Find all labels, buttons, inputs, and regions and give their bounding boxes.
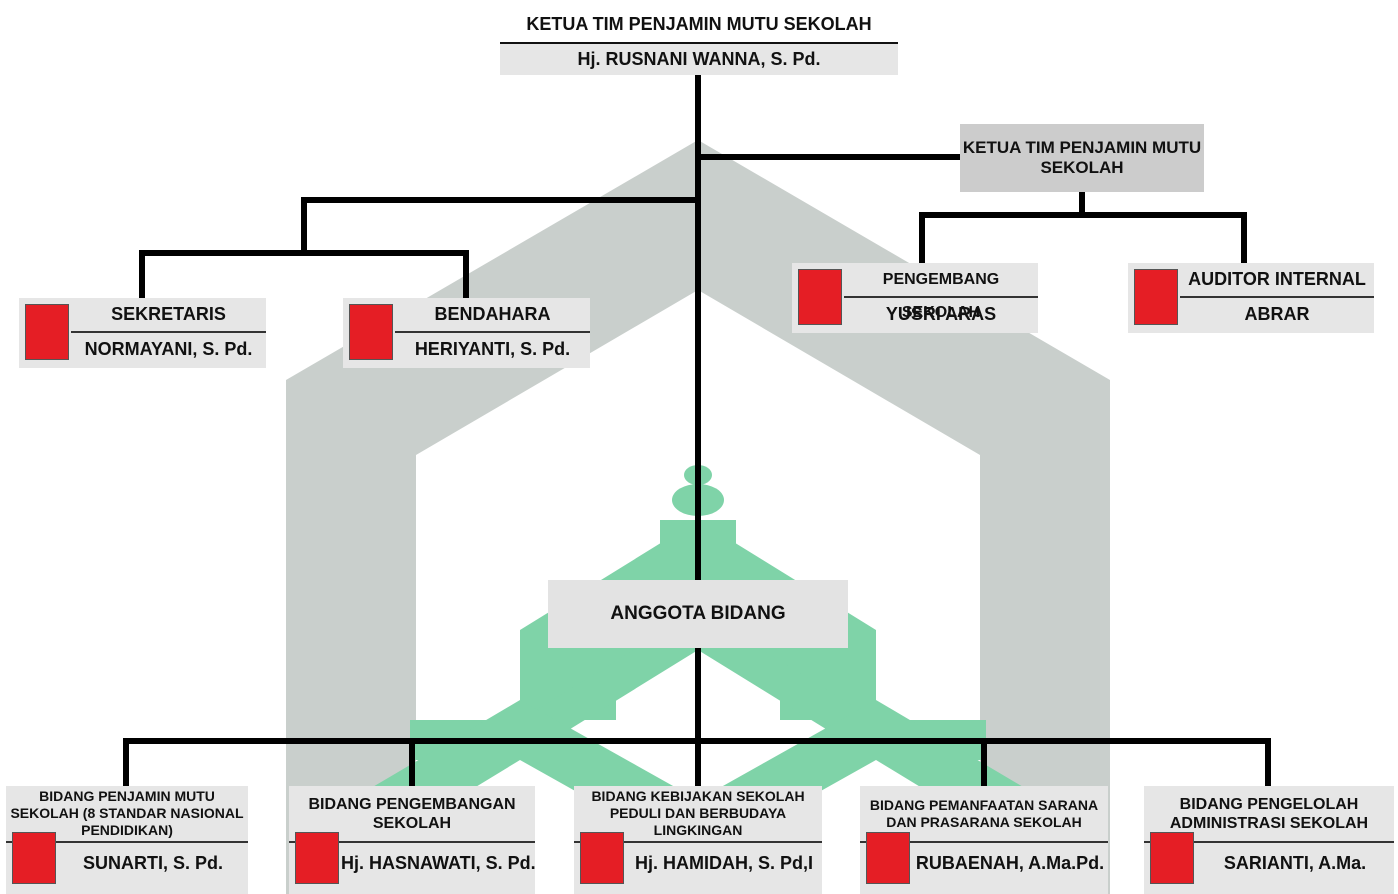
ketua-secondary-box: KETUA TIM PENJAMIN MUTU SEKOLAH — [960, 124, 1204, 192]
red-marker — [349, 304, 393, 360]
ketua-title: KETUA TIM PENJAMIN MUTU SEKOLAH — [500, 7, 898, 44]
anggota-bidang-box: ANGGOTA BIDANG — [548, 580, 848, 648]
auditor-name: ABRAR — [1244, 304, 1310, 324]
sekretaris-role: SEKRETARIS — [71, 298, 266, 333]
bendahara-name: HERIYANTI, S. Pd. — [414, 339, 571, 359]
red-marker — [1150, 832, 1194, 884]
red-marker — [25, 304, 69, 360]
bidang-card-4: BIDANG PEMANFAATAN SARANA DAN PRASARANA … — [860, 786, 1108, 894]
bidang-name: RUBAENAH, A.Ma.Pd. — [915, 853, 1105, 873]
bidang-role: BIDANG PENGELOLAH ADMINISTRASI SEKOLAH — [1144, 786, 1394, 843]
sekretaris-card: SEKRETARIS NORMAYANI, S. Pd. — [19, 298, 266, 368]
bidang-card-1: BIDANG PENJAMIN MUTU SEKOLAH (8 STANDAR … — [6, 786, 248, 894]
red-marker — [798, 269, 842, 325]
bidang-role: BIDANG PENGEMBANGAN SEKOLAH — [289, 786, 535, 843]
pengembang-card: PENGEMBANG SEKOLAH YUSRI ARAS — [792, 263, 1038, 333]
bidang-role: BIDANG PENJAMIN MUTU SEKOLAH (8 STANDAR … — [6, 786, 248, 843]
red-marker — [12, 832, 56, 884]
bidang-card-2: BIDANG PENGEMBANGAN SEKOLAH Hj. HASNAWAT… — [289, 786, 536, 894]
bidang-role: BIDANG KEBIJAKAN SEKOLAH PEDULI DAN BERB… — [574, 786, 822, 843]
red-marker — [295, 832, 339, 884]
red-marker — [580, 832, 624, 884]
bidang-name: SUNARTI, S. Pd. — [82, 853, 223, 873]
bidang-card-3: BIDANG KEBIJAKAN SEKOLAH PEDULI DAN BERB… — [574, 786, 822, 894]
ketua-box: KETUA TIM PENJAMIN MUTU SEKOLAH Hj. RUSN… — [500, 7, 898, 75]
bidang-role: BIDANG PEMANFAATAN SARANA DAN PRASARANA … — [860, 786, 1108, 843]
bidang-card-5: BIDANG PENGELOLAH ADMINISTRASI SEKOLAH S… — [1144, 786, 1394, 894]
bendahara-role: BENDAHARA — [395, 298, 590, 333]
bendahara-card: BENDAHARA HERIYANTI, S. Pd. — [343, 298, 590, 368]
pengembang-name: YUSRI ARAS — [885, 304, 997, 324]
red-marker — [1134, 269, 1178, 325]
bidang-name: Hj. HAMIDAH, S. Pd,I — [634, 853, 813, 873]
pengembang-role: PENGEMBANG SEKOLAH — [844, 263, 1038, 321]
bidang-name: SARIANTI, A.Ma. — [1223, 853, 1367, 873]
auditor-role: AUDITOR INTERNAL — [1180, 263, 1374, 298]
sekretaris-name: NORMAYANI, S. Pd. — [84, 339, 253, 359]
ketua-name: Hj. RUSNANI WANNA, S. Pd. — [500, 44, 898, 75]
auditor-card: AUDITOR INTERNAL ABRAR — [1128, 263, 1374, 333]
bidang-name: Hj. HASNAWATI, S. Pd. — [341, 853, 536, 873]
red-marker — [866, 832, 910, 884]
